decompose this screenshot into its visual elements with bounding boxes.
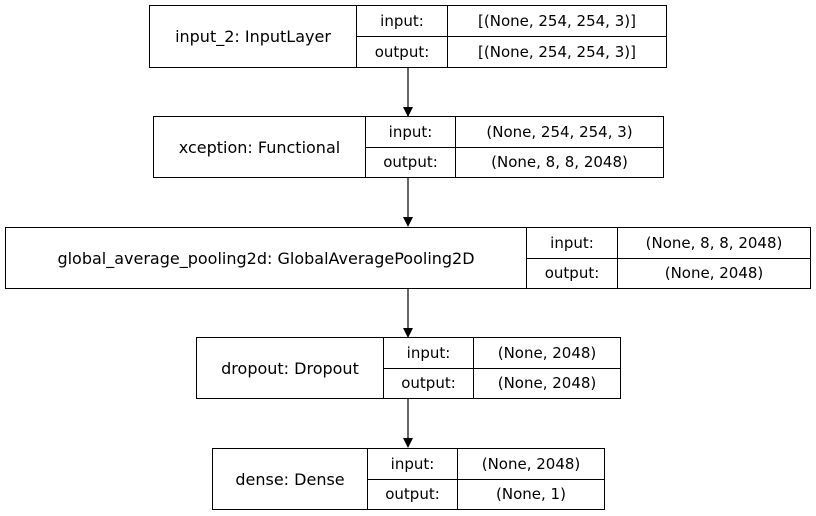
output-shape: (None, 2048) xyxy=(474,367,620,399)
input-label: input: xyxy=(550,233,594,252)
output-shape: (None, 8, 8, 2048) xyxy=(456,146,663,178)
layer-node-xception: xception: Functional input: output: (Non… xyxy=(153,116,664,178)
output-label: output: xyxy=(527,257,617,289)
input-shape: (None, 2048) xyxy=(497,343,597,362)
layer-node-dropout: dropout: Dropout input: output: (None, 2… xyxy=(196,337,621,399)
layer-name: global_average_pooling2d: GlobalAverageP… xyxy=(6,228,527,288)
layer-node-dense: dense: Dense input: output: (None, 2048)… xyxy=(212,448,605,510)
layer-node-global-average-pooling: global_average_pooling2d: GlobalAverageP… xyxy=(5,227,811,289)
output-label: output: xyxy=(368,478,457,510)
output-label: output: xyxy=(357,36,447,67)
input-shape: [(None, 254, 254, 3)] xyxy=(478,12,636,30)
layer-name: dropout: Dropout xyxy=(197,338,384,398)
output-shape: [(None, 254, 254, 3)] xyxy=(448,36,666,67)
input-label: input: xyxy=(390,454,435,473)
input-label: input: xyxy=(406,343,451,362)
input-label: input: xyxy=(388,122,433,141)
layer-name: input_2: InputLayer xyxy=(150,6,357,67)
input-shape: (None, 254, 254, 3) xyxy=(486,122,633,141)
output-shape: (None, 1) xyxy=(458,478,604,510)
output-shape: (None, 2048) xyxy=(618,257,810,289)
output-label: output: xyxy=(384,367,473,399)
input-shape: (None, 2048) xyxy=(481,454,581,473)
output-label: output: xyxy=(366,146,455,178)
input-label: input: xyxy=(380,12,424,30)
layer-name: dense: Dense xyxy=(213,449,368,509)
layer-name: xception: Functional xyxy=(154,117,366,177)
input-shape: (None, 8, 8, 2048) xyxy=(645,233,783,252)
layer-node-input: input_2: InputLayer input: output: [(Non… xyxy=(149,5,667,68)
